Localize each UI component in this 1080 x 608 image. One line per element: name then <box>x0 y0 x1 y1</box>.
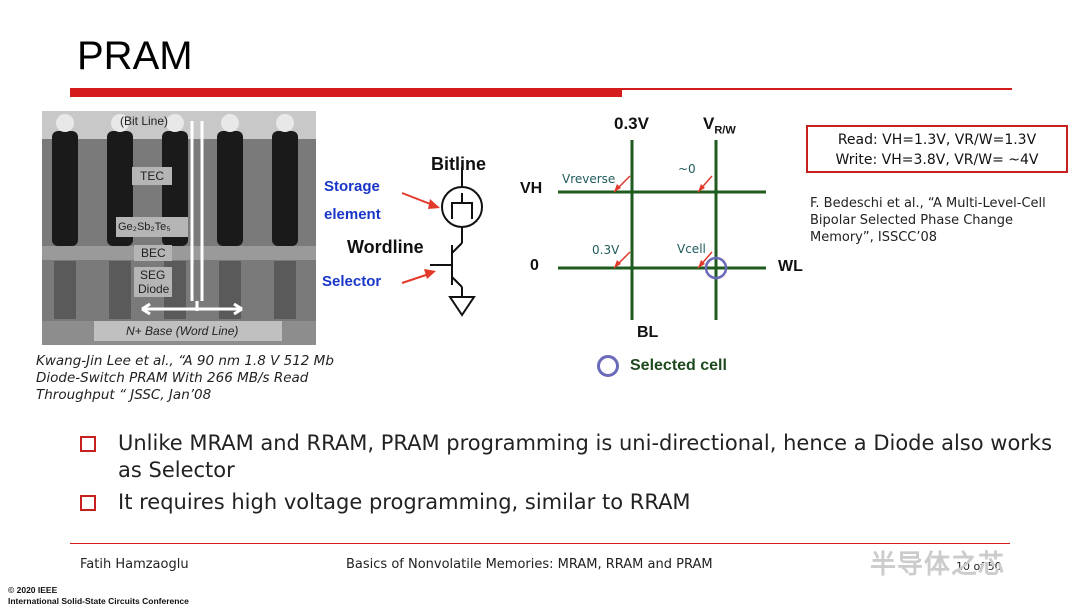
footer-course: Basics of Nonvolatile Memories: MRAM, RR… <box>346 557 713 572</box>
slide-title: PRAM <box>77 34 193 78</box>
vcell-label: Vcell <box>677 242 706 256</box>
tem-label-diode: Diode <box>138 282 170 296</box>
bitline-label: Bitline <box>431 154 487 174</box>
title-underline-bar <box>70 88 622 97</box>
bullet-2: It requires high voltage programming, si… <box>80 489 1070 516</box>
bullet-square-icon <box>80 495 96 511</box>
bullet-2-text: It requires high voltage programming, si… <box>118 490 691 514</box>
row1-voltage: VH <box>520 180 543 197</box>
title-underline-thin <box>622 88 1012 90</box>
bias-conditions-box: Read: VH=1.3V, VR/W=1.3V Write: VH=3.8V,… <box>806 125 1068 173</box>
selector-label: Selector <box>322 273 382 290</box>
wl-label: WL <box>778 258 803 275</box>
tem-label-seg: SEG <box>140 268 166 282</box>
v03-label: 0.3V <box>592 243 620 257</box>
col2-voltage-sub: R/W <box>714 124 736 137</box>
tem-cross-section-image: (Bit Line) TEC Ge₂Sb₂Te₅ BEC SEG Diode N… <box>42 111 316 345</box>
vreverse-label: Vreverse <box>562 172 616 186</box>
bullet-1: Unlike MRAM and RRAM, PRAM programming i… <box>80 430 1070 484</box>
selected-cell-circle-icon <box>597 355 619 377</box>
tem-label-bit-line: (Bit Line) <box>120 114 169 128</box>
tem-drawing <box>42 111 316 345</box>
tem-label-bec: BEC <box>141 246 166 260</box>
watermark: 半导体之芯 <box>870 550 1006 580</box>
bullet-1-text: Unlike MRAM and RRAM, PRAM programming i… <box>118 431 1053 482</box>
footer-page: 10 of 50 <box>956 560 1002 573</box>
wordline-label: Wordline <box>347 237 424 257</box>
row2-voltage: 0 <box>530 257 539 274</box>
bl-label: BL <box>637 324 659 341</box>
write-condition: Write: VH=3.8V, VR/W= ~4V <box>835 152 1039 168</box>
citation-left: Kwang-Jin Lee et al., “A 90 nm 1.8 V 512… <box>36 353 334 403</box>
read-condition: Read: VH=1.3V, VR/W=1.3V <box>837 132 1037 148</box>
citation-right: F. Bedeschi et al., “A Multi-Level-Cell … <box>810 196 1046 245</box>
footer-conference: International Solid-State Circuits Confe… <box>8 596 189 606</box>
footer-author: Fatih Hamzaoglu <box>80 557 189 572</box>
tem-label-tec: TEC <box>140 169 164 183</box>
footer-divider <box>70 543 1010 544</box>
footer-copyright: © 2020 IEEE <box>8 585 58 595</box>
cell-circuit-diagram <box>401 167 483 317</box>
array-bias-diagram <box>558 140 766 320</box>
col1-voltage: 0.3V <box>614 114 649 133</box>
tem-label-base: N+ Base (Word Line) <box>126 324 239 338</box>
zero-label: ~0 <box>678 162 696 176</box>
col2-voltage-main: V <box>703 114 715 133</box>
storage-label: Storage <box>324 178 380 195</box>
element-label: element <box>324 206 381 223</box>
tem-label-gst: Ge₂Sb₂Te₅ <box>118 221 171 233</box>
selected-cell-label: Selected cell <box>630 357 727 374</box>
bullet-square-icon <box>80 436 96 452</box>
col2-voltage: VR/W <box>703 114 736 136</box>
